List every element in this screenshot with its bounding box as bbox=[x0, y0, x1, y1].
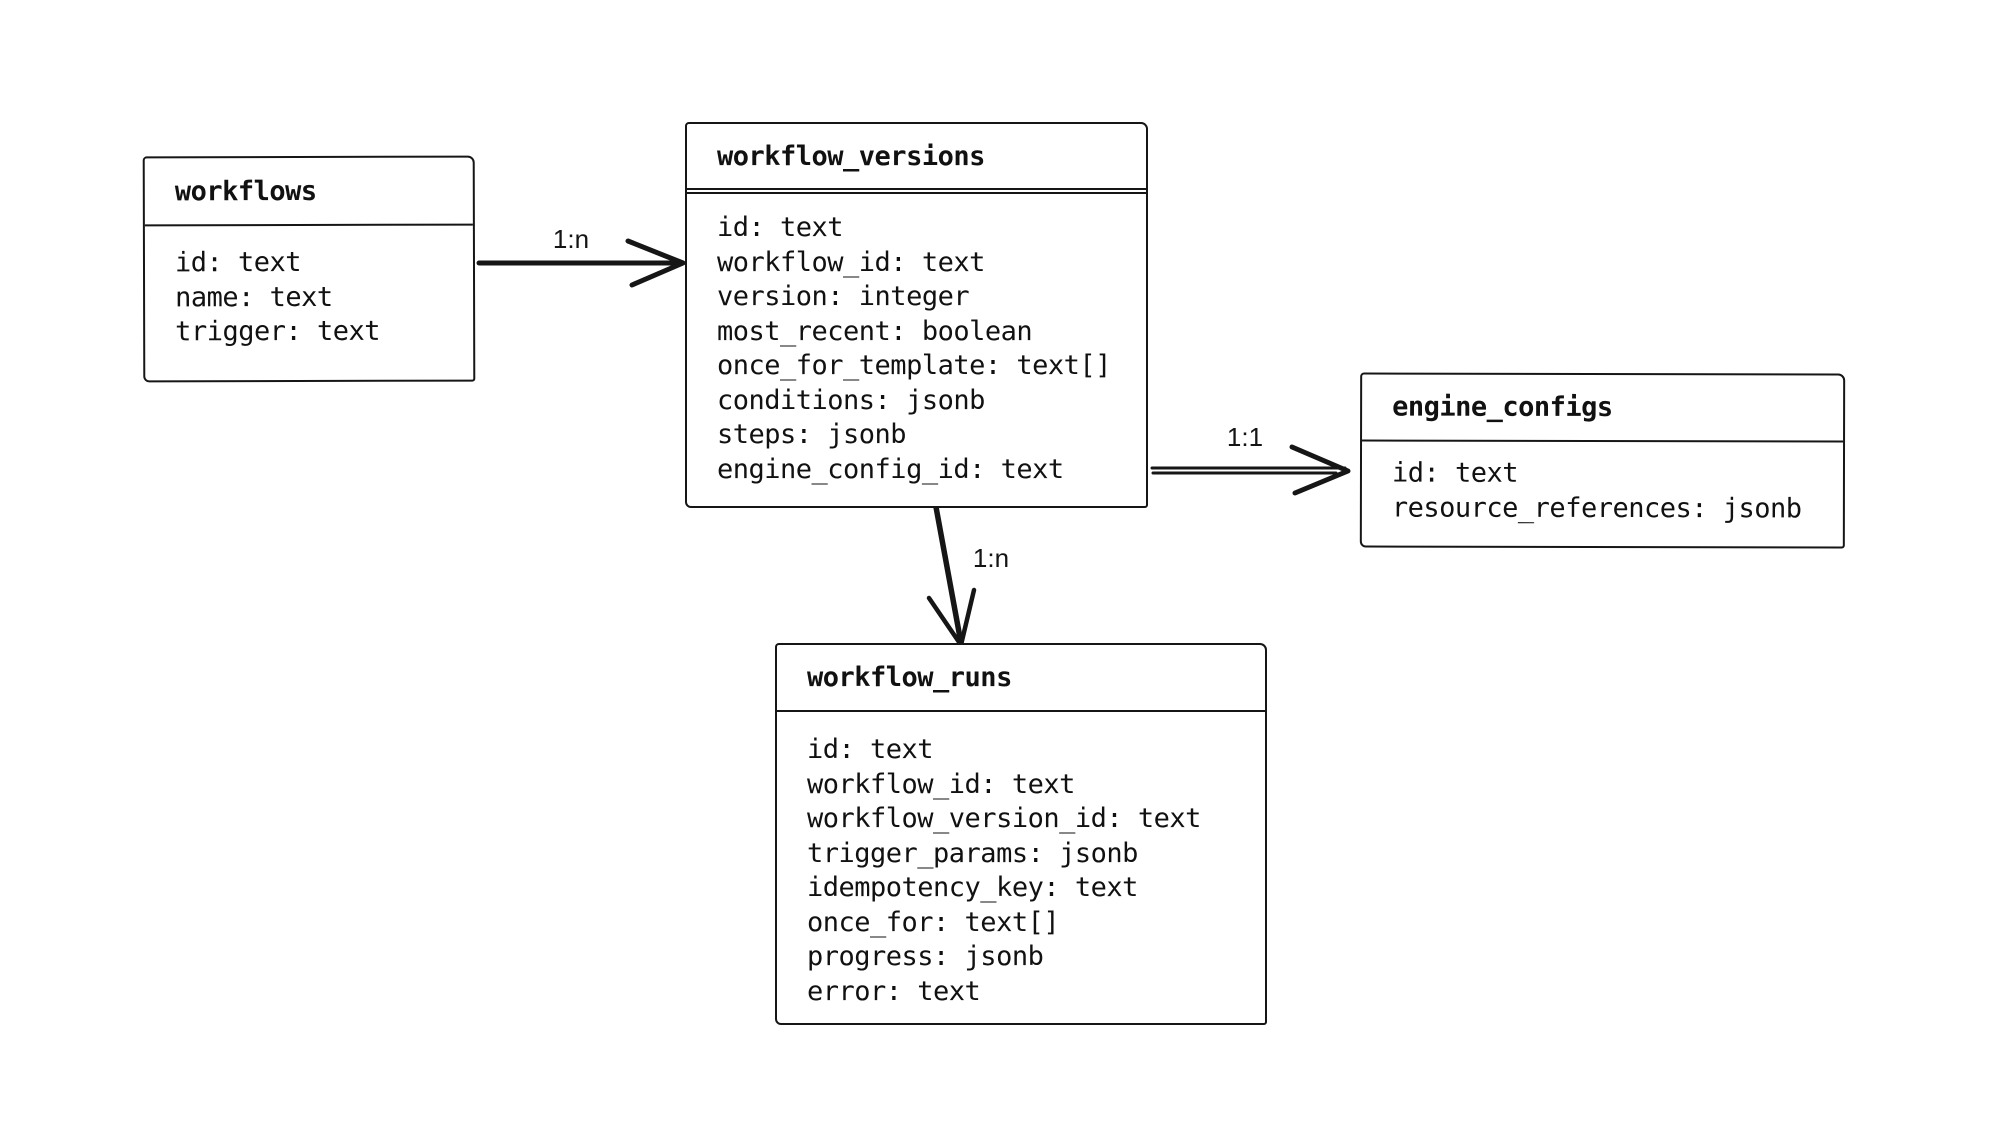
arrow-workflows-to-workflow-versions: 1:n bbox=[476, 224, 686, 288]
table-title: engine_configs bbox=[1392, 391, 1613, 424]
arrow-head-icon bbox=[1289, 444, 1351, 496]
table-field: workflow_version_id: text bbox=[807, 803, 1201, 834]
table-divider bbox=[777, 710, 1265, 712]
table-field: id: text bbox=[174, 247, 302, 279]
table-field: workflow_id: text bbox=[717, 246, 985, 278]
arrow-workflow-versions-to-workflow-runs: 1:n bbox=[926, 504, 1009, 648]
table-field: id: text bbox=[717, 212, 844, 243]
table-field: resource_references: jsonb bbox=[1391, 492, 1802, 524]
table-field: conditions: jsonb bbox=[717, 384, 985, 416]
arrow-head-icon bbox=[625, 238, 686, 288]
table-title: workflow_runs bbox=[807, 662, 1012, 693]
table-divider bbox=[687, 188, 1146, 194]
table-field: once_for_template: text[] bbox=[717, 350, 1111, 381]
table-field: trigger_params: jsonb bbox=[807, 837, 1138, 869]
table-title: workflow_versions bbox=[717, 140, 985, 172]
relationship-label: 1:n bbox=[553, 224, 589, 254]
table-field: idempotency_key: text bbox=[807, 872, 1138, 903]
arrow-head-icon bbox=[926, 587, 977, 648]
table-title: workflows bbox=[174, 175, 317, 207]
table-field: engine_config_id: text bbox=[717, 453, 1064, 485]
relationship-label: 1:1 bbox=[1227, 422, 1263, 452]
table-field: error: text bbox=[807, 975, 981, 1007]
arrow-workflow-versions-to-engine-configs: 1:1 bbox=[1150, 422, 1351, 496]
table-field: once_for: text[] bbox=[807, 906, 1060, 938]
table-field: trigger: text bbox=[175, 315, 381, 348]
table-field: name: text bbox=[175, 281, 333, 313]
table-field: id: text bbox=[1391, 457, 1519, 489]
table-field: version: integer bbox=[717, 281, 970, 312]
table-field: id: text bbox=[807, 734, 934, 765]
table-field: most_recent: boolean bbox=[717, 315, 1033, 347]
table-field: progress: jsonb bbox=[807, 941, 1044, 972]
table-field: workflow_id: text bbox=[807, 768, 1075, 800]
arrow-shaft bbox=[933, 504, 964, 646]
table-field: steps: jsonb bbox=[717, 419, 907, 450]
relationship-label: 1:n bbox=[973, 543, 1009, 573]
